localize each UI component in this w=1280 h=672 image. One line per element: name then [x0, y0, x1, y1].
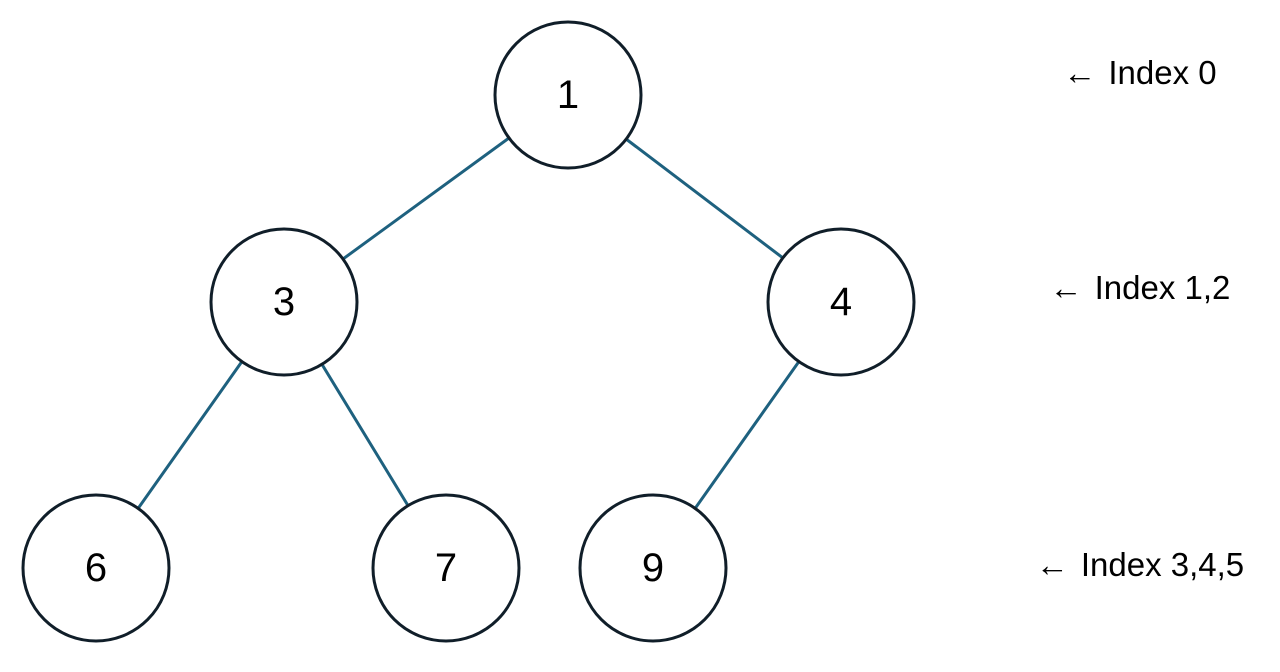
tree-nodes: 1 3 4 6 7 9 — [21, 20, 916, 643]
tree-node: 4 — [766, 227, 916, 377]
node-value: 4 — [830, 280, 852, 324]
tree-node: 3 — [209, 227, 359, 377]
node-circle-9 — [578, 493, 728, 643]
annotation-label: Index 1,2 — [1094, 269, 1231, 306]
annotation-label: Index 3,4,5 — [1080, 546, 1245, 583]
node-value: 9 — [642, 546, 664, 590]
left-arrow-icon: ← — [1063, 54, 1097, 91]
node-circle-3 — [209, 227, 359, 377]
node-circle-7 — [371, 493, 521, 643]
node-circle-6 — [21, 493, 171, 643]
tree-node: 7 — [371, 493, 521, 643]
left-arrow-icon: ← — [1035, 546, 1069, 583]
tree-node: 6 — [21, 493, 171, 643]
node-value: 1 — [557, 73, 579, 117]
node-circle-4 — [766, 227, 916, 377]
node-value: 6 — [85, 546, 107, 590]
node-circle-1 — [493, 20, 643, 170]
annotation-label: Index 0 — [1108, 54, 1217, 91]
index-annotation-level-0: ← Index 0 — [1005, 53, 1275, 93]
index-annotation-level-2: ← Index 3,4,5 — [1005, 545, 1275, 585]
tree-node-root: 1 — [493, 20, 643, 170]
left-arrow-icon: ← — [1049, 269, 1083, 306]
index-annotation-level-1: ← Index 1,2 — [1005, 268, 1275, 308]
node-value: 3 — [273, 280, 295, 324]
node-value: 7 — [435, 546, 457, 590]
tree-node: 9 — [578, 493, 728, 643]
